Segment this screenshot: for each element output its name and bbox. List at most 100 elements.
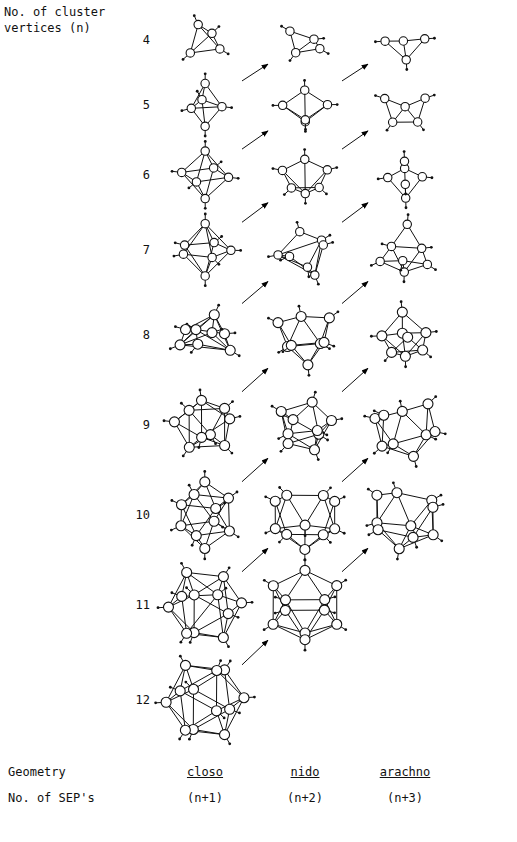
exo-atom bbox=[267, 255, 270, 258]
exo-atom bbox=[272, 167, 275, 170]
exo-atom bbox=[304, 559, 307, 562]
exo-atom bbox=[333, 611, 336, 614]
vertex-atom bbox=[418, 173, 426, 181]
vertex-atom bbox=[209, 516, 219, 526]
vertex-atom bbox=[186, 49, 194, 57]
vertex-atom bbox=[200, 543, 210, 553]
derivation-arrow bbox=[342, 458, 368, 481]
exo-atom bbox=[430, 246, 433, 249]
nido-polyhedron bbox=[272, 79, 339, 133]
vertex-atom bbox=[399, 37, 407, 45]
exo-atom bbox=[325, 193, 328, 196]
exo-atom bbox=[239, 249, 242, 252]
vertex-atom bbox=[201, 79, 209, 87]
exo-atom bbox=[236, 491, 239, 494]
exo-atom bbox=[296, 221, 299, 224]
exo-atom bbox=[377, 178, 380, 181]
vertex-atom bbox=[220, 441, 230, 451]
exo-atom bbox=[193, 14, 196, 17]
vertex-atom bbox=[310, 445, 320, 455]
exo-atom bbox=[317, 283, 320, 286]
vertex-atom bbox=[300, 565, 310, 575]
vertex-atom bbox=[197, 432, 207, 442]
exo-atom bbox=[217, 263, 220, 266]
cluster-bond bbox=[201, 400, 202, 437]
vertex-atom bbox=[268, 619, 278, 629]
vertex-atom bbox=[201, 272, 209, 280]
exo-atom bbox=[280, 450, 283, 453]
vertex-atom bbox=[421, 35, 429, 43]
exo-atom bbox=[188, 187, 191, 190]
exo-atom bbox=[170, 499, 173, 502]
vertex-atom bbox=[300, 635, 310, 645]
vertex-atom bbox=[163, 602, 173, 612]
vertex-atom bbox=[397, 406, 407, 416]
vertex-atom bbox=[218, 633, 228, 643]
exo-atom bbox=[405, 68, 408, 71]
exo-atom bbox=[343, 532, 346, 535]
exo-atom bbox=[228, 742, 231, 745]
vertex-atom bbox=[193, 339, 203, 349]
cluster-bond bbox=[224, 408, 225, 445]
vertex-atom bbox=[417, 244, 425, 252]
exo-atom bbox=[219, 659, 222, 662]
vertex-atom bbox=[388, 439, 398, 449]
cluster-bond bbox=[194, 689, 230, 709]
vertex-atom bbox=[301, 86, 309, 94]
exo-atom bbox=[238, 354, 241, 357]
vertex-atom bbox=[180, 241, 188, 249]
exo-atom bbox=[434, 438, 437, 441]
vertex-atom bbox=[408, 532, 418, 542]
vertex-atom bbox=[225, 345, 235, 355]
exo-atom bbox=[329, 541, 332, 544]
exo-atom bbox=[237, 616, 240, 619]
vertex-atom bbox=[381, 37, 389, 45]
vertex-atom bbox=[324, 313, 334, 323]
cluster-bond bbox=[304, 159, 306, 193]
exo-atom bbox=[204, 213, 207, 216]
geometry-class: arachno bbox=[380, 764, 431, 780]
vertex-atom bbox=[392, 488, 402, 498]
vertex-atom bbox=[278, 101, 286, 109]
exo-atom bbox=[271, 405, 274, 408]
exo-atom bbox=[204, 135, 207, 138]
cluster-bond bbox=[198, 25, 220, 49]
vertex-atom bbox=[285, 252, 293, 260]
vertex-atom bbox=[189, 684, 199, 694]
vertex-atom bbox=[175, 340, 185, 350]
vertex-atom bbox=[281, 595, 291, 605]
vertex-atom bbox=[196, 395, 206, 405]
cluster-bond bbox=[180, 691, 216, 711]
exo-atom bbox=[237, 535, 240, 538]
vertex-atom bbox=[209, 164, 217, 172]
vertex-atom bbox=[270, 496, 280, 506]
row-number: 10 bbox=[136, 507, 150, 523]
vertex-atom bbox=[210, 238, 218, 246]
exo-atom bbox=[303, 148, 306, 151]
exo-atom bbox=[434, 395, 437, 398]
row-heading: No. of SEP's bbox=[8, 790, 95, 806]
exo-atom bbox=[304, 534, 307, 537]
vertex-atom bbox=[209, 310, 219, 320]
exo-atom bbox=[203, 470, 206, 473]
cluster-bond bbox=[278, 240, 321, 255]
vertex-atom bbox=[270, 524, 280, 534]
arachno-polyhedron bbox=[370, 213, 437, 283]
exo-atom bbox=[337, 310, 340, 313]
cluster-bond bbox=[193, 689, 194, 729]
exo-atom bbox=[331, 241, 334, 244]
vertex-atom bbox=[201, 194, 209, 202]
exo-atom bbox=[373, 452, 376, 455]
vertex-atom bbox=[399, 256, 407, 264]
cluster-bond bbox=[217, 670, 244, 697]
vertex-atom bbox=[401, 180, 409, 188]
vertex-atom bbox=[175, 686, 185, 696]
exo-atom bbox=[218, 25, 221, 28]
vertex-atom bbox=[287, 184, 295, 192]
exo-atom bbox=[373, 409, 376, 412]
exo-atom bbox=[332, 345, 335, 348]
exo-atom bbox=[365, 524, 368, 527]
derivation-arrows bbox=[242, 64, 368, 665]
vertex-atom bbox=[191, 531, 201, 541]
closo-polyhedron bbox=[157, 562, 254, 648]
